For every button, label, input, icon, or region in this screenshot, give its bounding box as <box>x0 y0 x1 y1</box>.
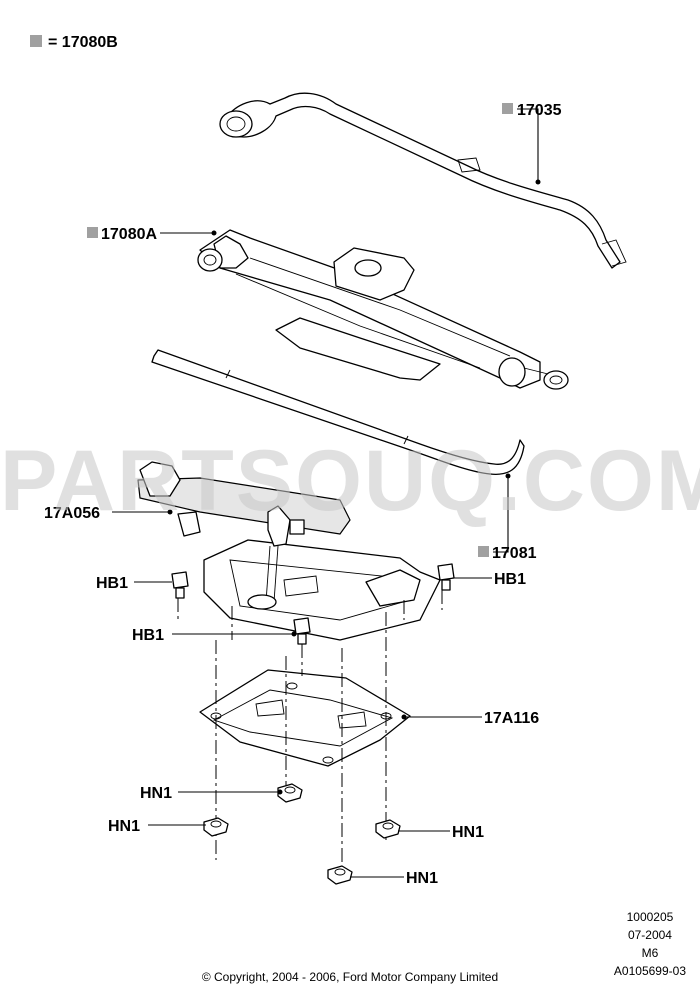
label-hn1-d: HN1 <box>406 870 438 887</box>
scissor-jack-part[interactable] <box>197 229 569 390</box>
leader-dot-17081 <box>505 473 511 479</box>
swatch-17080A <box>87 227 98 238</box>
leader-17A056 <box>112 509 173 515</box>
label-17A116: 17A116 <box>484 710 539 727</box>
leader-dot-hb1-center <box>291 631 297 637</box>
legend: = 17080B <box>30 34 118 51</box>
label-17081: 17081 <box>492 545 537 562</box>
label-17080A: 17080A <box>101 226 157 243</box>
leader-17080A <box>160 230 217 236</box>
bolt-left[interactable] <box>171 571 189 599</box>
leader-17A116 <box>401 714 482 720</box>
legend-swatch <box>30 35 42 47</box>
leader-hn1-a <box>178 789 283 795</box>
legend-text: = 17080B <box>48 34 118 51</box>
nut-d[interactable] <box>327 865 353 885</box>
footer-model: M6 <box>641 946 659 960</box>
label-hb1-left: HB1 <box>96 575 128 592</box>
label-hn1-c: HN1 <box>452 824 484 841</box>
jack-handle-part[interactable] <box>151 349 525 476</box>
leader-hb1-center <box>172 631 297 637</box>
nut-b[interactable] <box>203 817 229 837</box>
leader-dot-17A116 <box>401 714 407 720</box>
swatch-17035 <box>502 103 513 114</box>
nut-c[interactable] <box>375 819 401 839</box>
label-17035: 17035 <box>517 102 562 119</box>
footer-ref: A0105699-03 <box>613 964 686 978</box>
jack-bracket-part[interactable] <box>137 461 441 641</box>
label-hn1-a: HN1 <box>140 785 172 802</box>
leader-dot-17035 <box>535 179 541 185</box>
copyright: © Copyright, 2004 - 2006, Ford Motor Com… <box>201 970 499 984</box>
bolt-center[interactable] <box>293 617 311 645</box>
footer-code-block: 1000205 07-2004 M6 A0105699-03 <box>614 908 686 980</box>
leader-17035 <box>517 108 541 185</box>
swatch-17081 <box>478 546 489 557</box>
leader-dot-17A056 <box>167 509 173 515</box>
base-plate-part[interactable] <box>199 669 411 767</box>
label-hb1-center: HB1 <box>132 627 164 644</box>
footer-code: 1000205 <box>626 910 674 924</box>
label-hn1-b: HN1 <box>108 818 140 835</box>
leader-17081 <box>493 473 511 553</box>
footer-date: 07-2004 <box>627 928 672 942</box>
leader-dot-hn1-a <box>277 789 283 795</box>
label-17A056: 17A056 <box>44 505 100 522</box>
nut-a[interactable] <box>277 783 303 803</box>
leader-dot-17080A <box>211 230 217 236</box>
bolt-right[interactable] <box>437 563 455 591</box>
wheel-brace-part[interactable] <box>219 92 627 269</box>
label-hb1-right: HB1 <box>494 571 526 588</box>
